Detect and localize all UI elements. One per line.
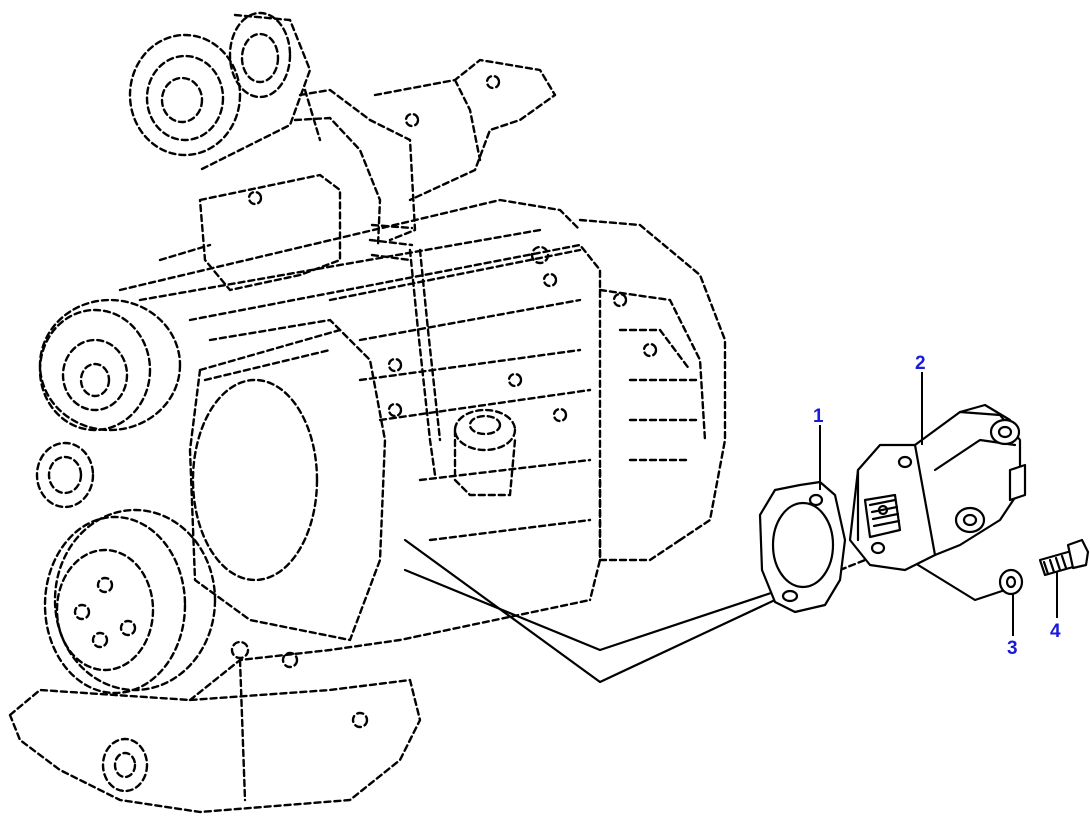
bolt-part-4 xyxy=(1038,538,1090,577)
rocker-cover xyxy=(118,58,582,302)
oil-pan xyxy=(8,598,592,814)
callout-label-4: 4 xyxy=(1050,621,1061,642)
engine-phantom xyxy=(8,11,727,814)
washer-part-3 xyxy=(998,568,1024,596)
top-pulley xyxy=(128,11,312,172)
gasket-part-1 xyxy=(758,480,847,614)
engine-block xyxy=(188,243,602,602)
callout-2: 2 xyxy=(915,353,926,445)
front-pulleys xyxy=(35,298,217,695)
assembly-guide-lines xyxy=(403,538,1007,684)
front-cover xyxy=(188,328,387,642)
hydraulic-pump-part-2 xyxy=(848,403,1027,572)
callout-4: 4 xyxy=(1050,572,1061,642)
intake-pipe xyxy=(293,88,417,262)
callout-label-3: 3 xyxy=(1007,638,1018,659)
callout-3: 3 xyxy=(1007,594,1018,659)
callout-label-2: 2 xyxy=(915,353,926,374)
callout-1: 1 xyxy=(813,406,824,490)
flywheel-housing xyxy=(578,218,727,562)
callout-label-1: 1 xyxy=(813,406,824,427)
